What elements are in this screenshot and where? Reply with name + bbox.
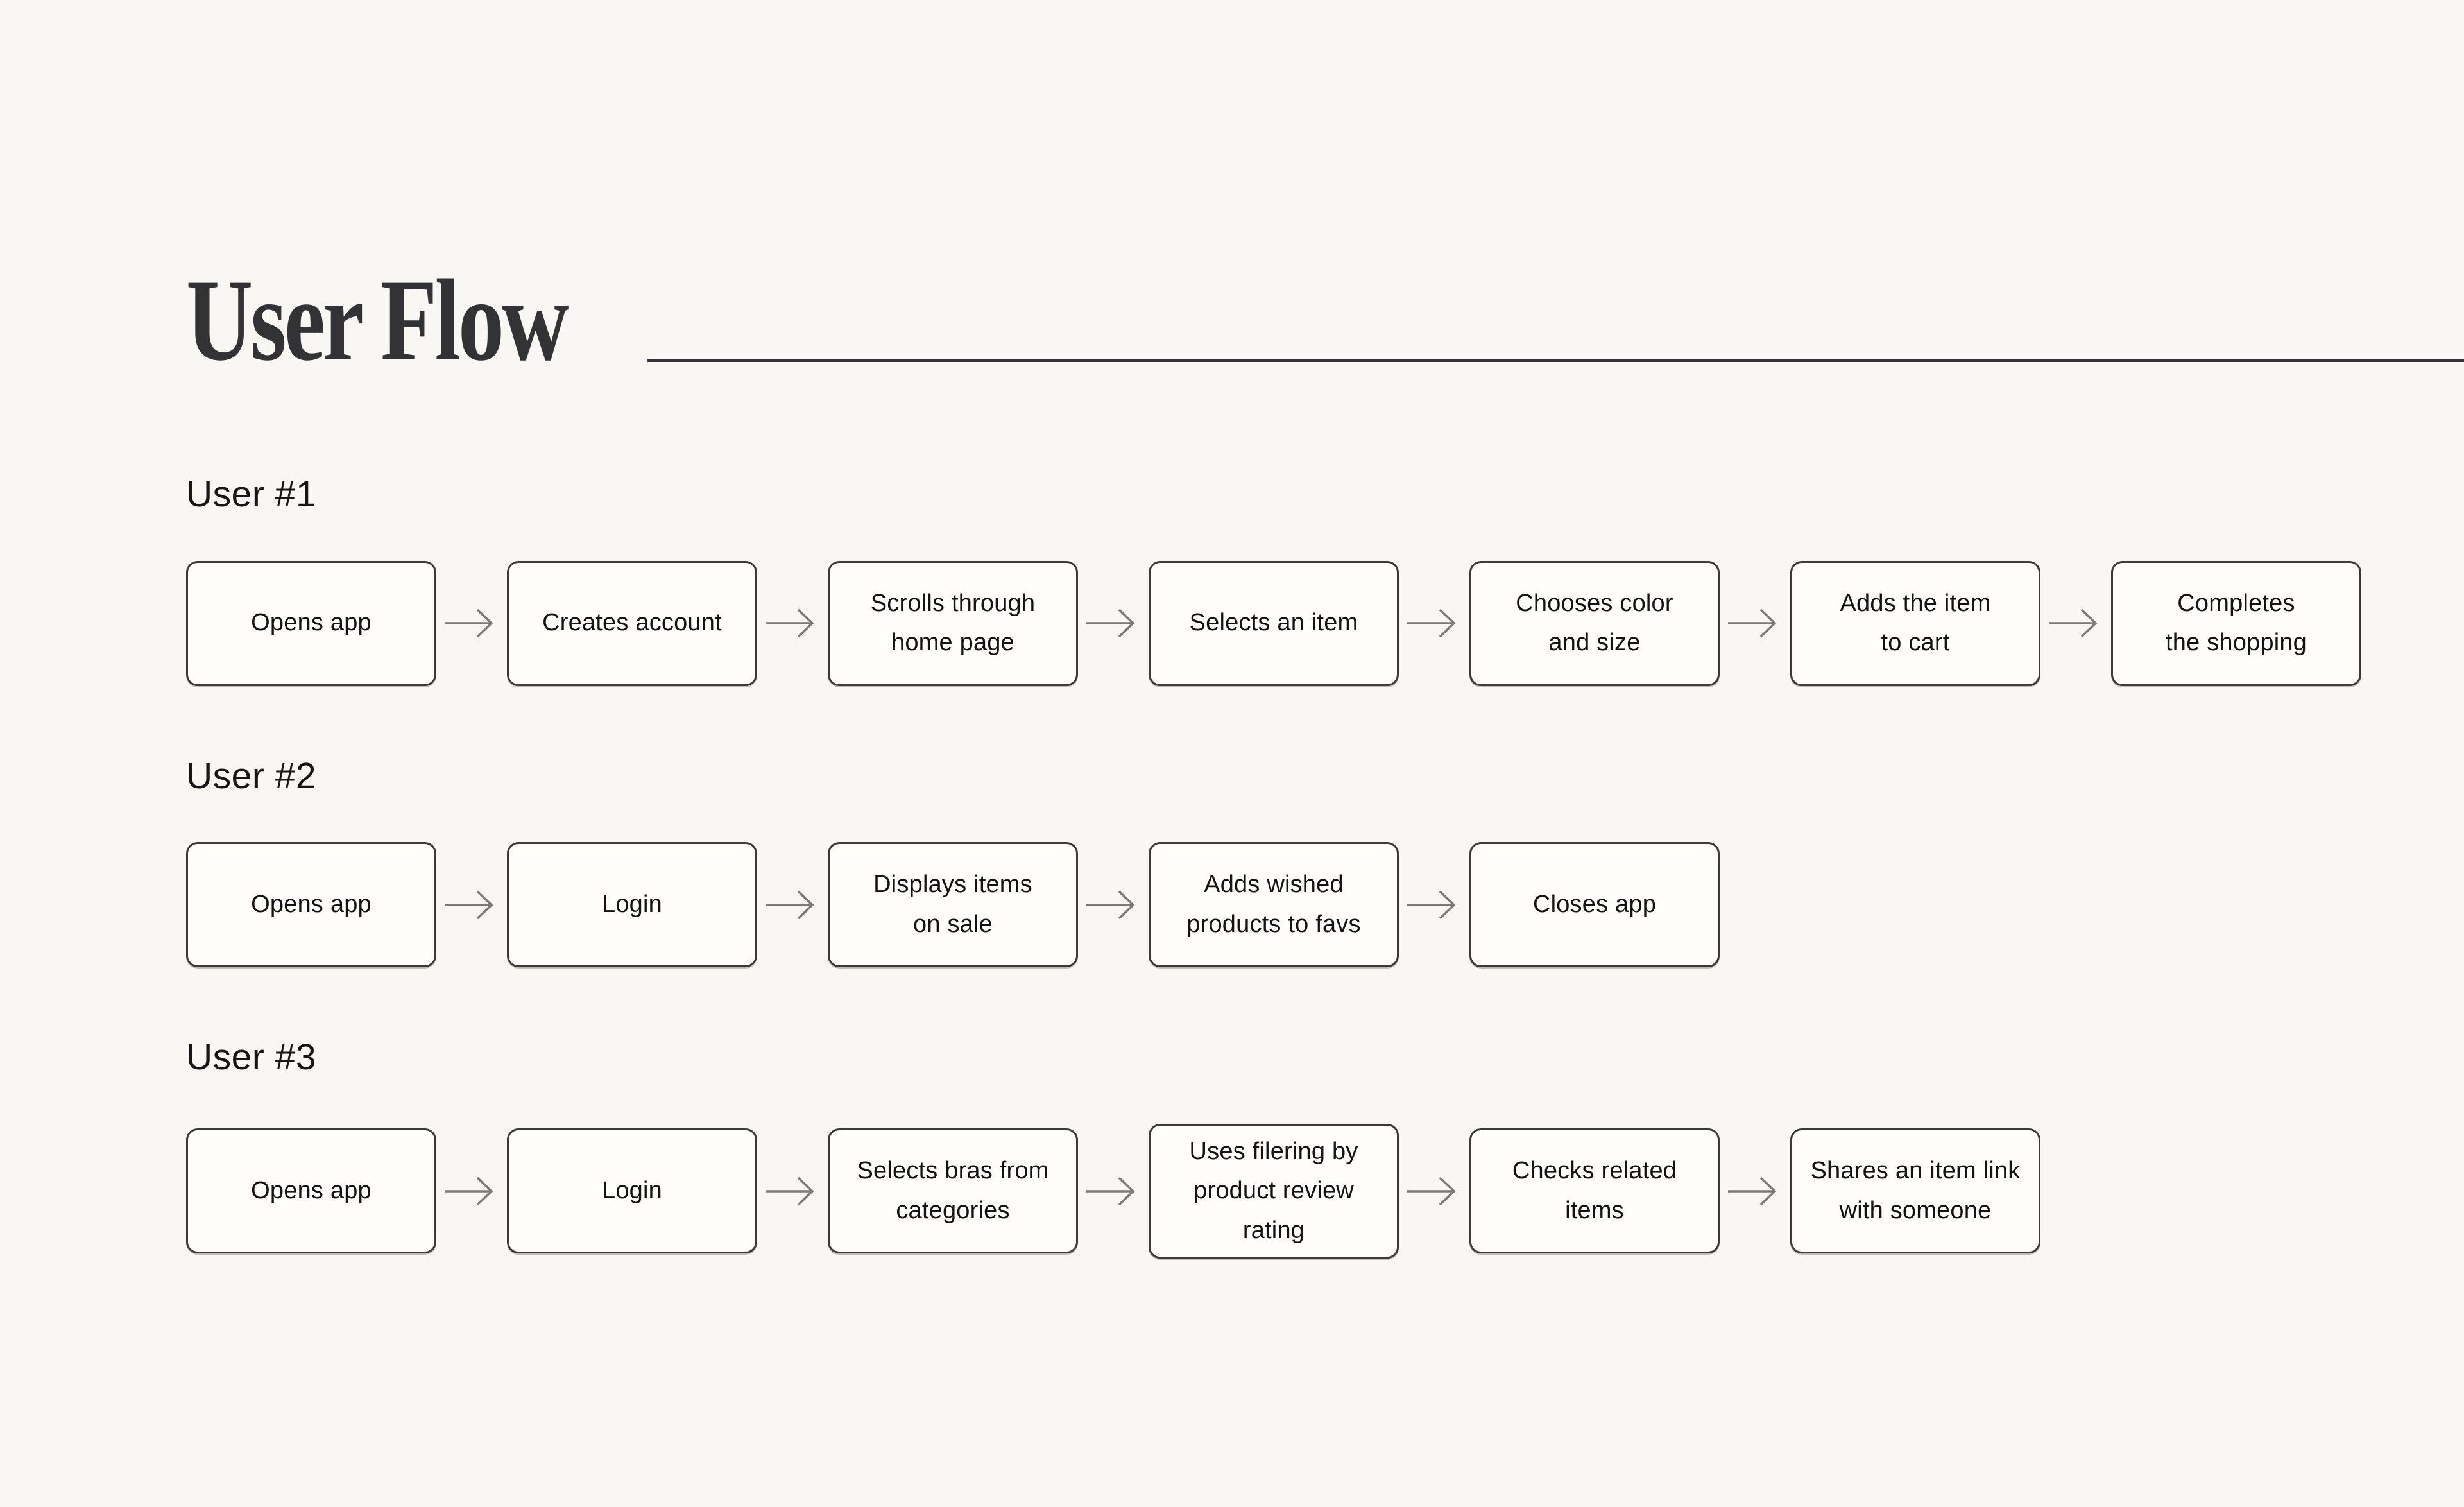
flow-step-box: Chooses color and size (1469, 560, 1720, 686)
flow-step-label: Opens app (251, 890, 372, 918)
flow-step-label: Opens app (251, 609, 372, 637)
flow-arrow-icon (1399, 885, 1469, 925)
flow-arrow-icon (1720, 1171, 1790, 1211)
flow-arrow-icon (757, 885, 828, 925)
flow-step-label: Opens app (251, 1177, 372, 1205)
flow-step-box: Completes the shopping (2111, 560, 2361, 686)
flow-step-box: Shares an item link with someone (1790, 1128, 2041, 1254)
flow-step-box: Login (507, 842, 757, 968)
section-label: User #3 (186, 1037, 317, 1078)
flow-step-label: Displays items on sale (873, 871, 1032, 938)
flow-arrow-icon (436, 603, 507, 643)
flows: User #1 Opens app Creates account Scrolls t… (0, 379, 2464, 1259)
flow-step-box: Uses filering by product review rating (1149, 1123, 1399, 1259)
flow-step-box: Displays items on sale (828, 842, 1078, 968)
flow-step-box: Adds wished products to favs (1149, 842, 1399, 968)
section-label: User #2 (186, 755, 317, 797)
flow-row: Opens app Login Selects bras from categori… (186, 1123, 2464, 1259)
flow-step-label: Login (602, 890, 662, 918)
flow-step-label: Completes the shopping (2165, 589, 2307, 657)
flow-row: Opens app Login Displays items on sale Adds… (186, 842, 2464, 968)
flow-arrow-icon (1078, 1171, 1149, 1211)
flow-step-label: Uses filering by product review rating (1189, 1137, 1358, 1244)
section-label: User #1 (186, 474, 317, 515)
flow-step-label: Adds the item to cart (1840, 589, 1991, 657)
user-flow-section-1: User #1 Opens app Creates account Scrolls t… (186, 474, 2464, 686)
page-title: User Flow (186, 262, 586, 379)
flow-arrow-icon (1399, 603, 1469, 643)
flow-row: Opens app Creates account Scrolls through … (186, 560, 2464, 686)
flow-arrow-icon (757, 603, 828, 643)
flow-step-box: Opens app (186, 560, 436, 686)
page-title-text: User Flow (186, 255, 569, 385)
flow-step-box: Selects an item (1149, 560, 1399, 686)
flow-arrow-icon (757, 1171, 828, 1211)
flow-step-box: Scrolls through home page (828, 560, 1078, 686)
flow-arrow-icon (1399, 1171, 1469, 1211)
flow-step-box: Opens app (186, 1128, 436, 1254)
flow-step-label: Selects bras from categories (857, 1157, 1049, 1224)
title-rule-divider (647, 359, 2464, 362)
flow-arrow-icon (436, 885, 507, 925)
title-row: User Flow (0, 257, 2464, 379)
flow-step-label: Checks related items (1512, 1157, 1677, 1224)
flow-arrow-icon (1078, 603, 1149, 643)
user-flow-section-2: User #2 Opens app Login Displays items on s… (186, 755, 2464, 968)
flow-step-label: Adds wished products to favs (1186, 871, 1361, 938)
flow-step-box: Closes app (1469, 842, 1720, 968)
flow-step-label: Selects an item (1189, 609, 1358, 637)
flow-step-box: Selects bras from categories (828, 1128, 1078, 1254)
flow-arrow-icon (1720, 603, 1790, 643)
flow-step-box: Login (507, 1128, 757, 1254)
flow-step-label: Login (602, 1177, 662, 1205)
flow-step-label: Creates account (542, 609, 722, 637)
flow-step-label: Closes app (1532, 890, 1657, 918)
flow-step-box: Opens app (186, 842, 436, 968)
flow-step-label: Shares an item link with someone (1810, 1157, 2021, 1224)
user-flow-section-3: User #3 Opens app Login Selects bras from c… (186, 1037, 2464, 1259)
flow-arrow-icon (2041, 603, 2111, 643)
flow-step-label: Scrolls through home page (870, 589, 1036, 657)
flow-arrow-icon (1078, 885, 1149, 925)
flow-step-box: Creates account (507, 560, 757, 686)
flow-step-box: Adds the item to cart (1790, 560, 2041, 686)
flow-step-label: Chooses color and size (1516, 589, 1673, 657)
flow-arrow-icon (436, 1171, 507, 1211)
flow-step-box: Checks related items (1469, 1128, 1720, 1254)
